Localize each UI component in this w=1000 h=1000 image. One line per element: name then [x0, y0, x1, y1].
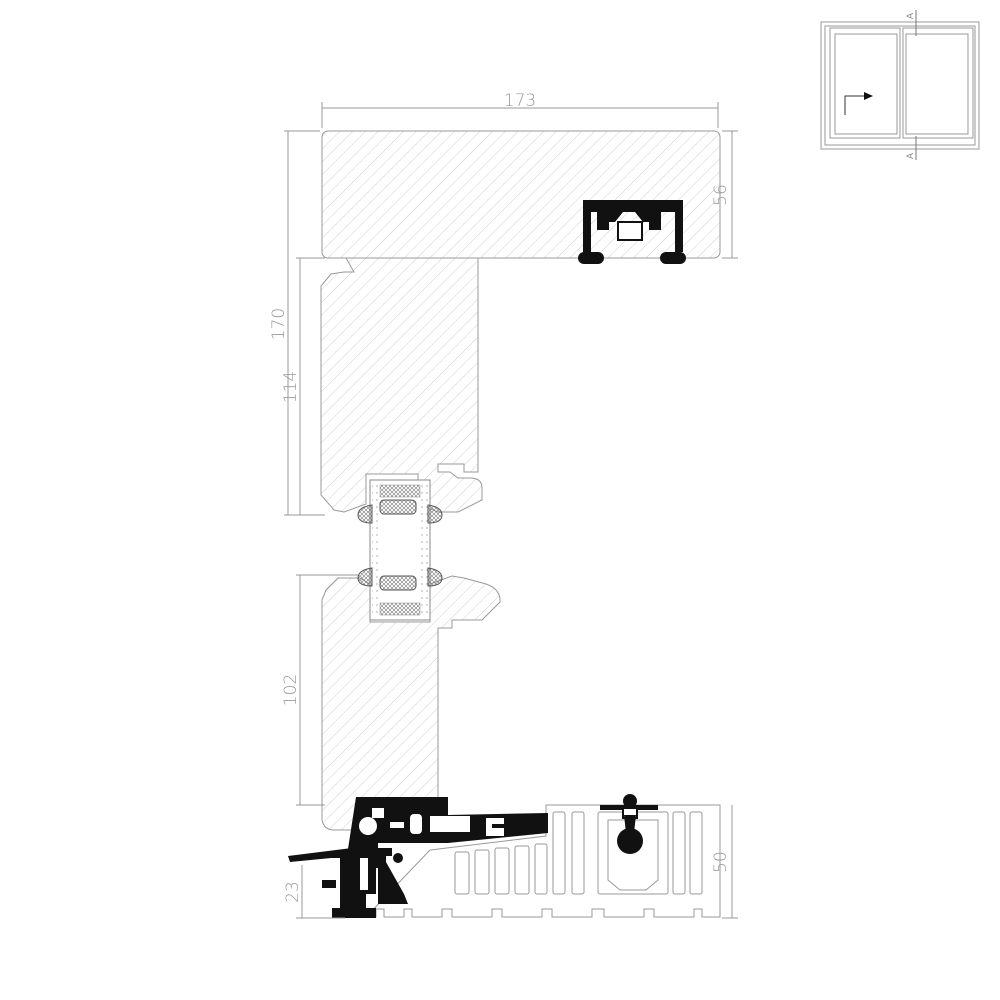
- upper-sash: [320, 257, 483, 513]
- section-mark-top: A: [906, 12, 916, 19]
- sill-chambers: [454, 811, 703, 895]
- dim-50: 50: [711, 851, 731, 873]
- dim-114: 114: [281, 371, 301, 403]
- section-mark-bottom: A: [906, 152, 916, 159]
- dimension-lines: [284, 102, 738, 919]
- head-frame: [321, 130, 721, 259]
- dim-56: 56: [711, 184, 731, 206]
- top-track-profile: [578, 200, 686, 264]
- dim-23: 23: [283, 881, 303, 903]
- key-plan: [820, 10, 980, 160]
- sill-profile: [364, 804, 721, 918]
- dim-102: 102: [281, 674, 301, 706]
- dim-173: 173: [504, 91, 536, 111]
- dim-170: 170: [269, 308, 289, 340]
- sill-gasket: [600, 794, 658, 854]
- threshold-profile: [288, 797, 548, 918]
- arrow-right-icon: [844, 92, 873, 115]
- glazing-unit: [357, 479, 443, 621]
